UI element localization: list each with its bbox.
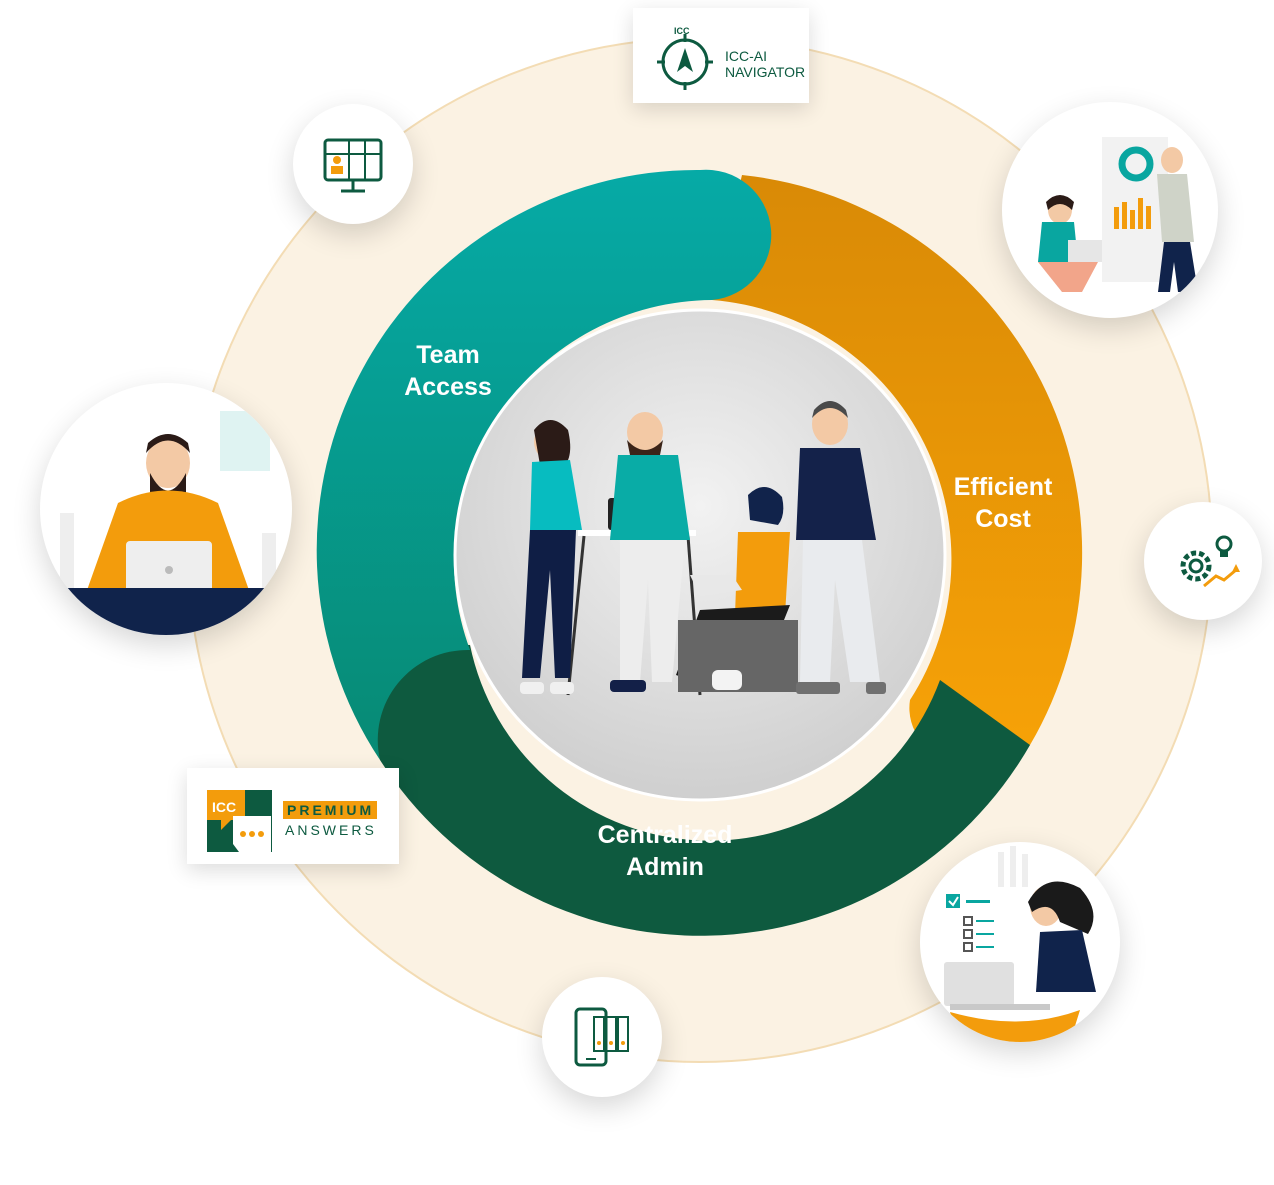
gear-lightbulb-bubble bbox=[1144, 502, 1262, 620]
label-efficient-cost: Efficient Cost bbox=[953, 473, 1053, 533]
segment-centralized-admin bbox=[376, 644, 1031, 936]
segment-efficient-cost bbox=[712, 175, 1083, 760]
premium-badge: ICC bbox=[212, 799, 237, 815]
navigator-line1: ICC-AI bbox=[725, 48, 767, 64]
navigator-badge: ICC bbox=[674, 26, 690, 36]
premium-line2: ANSWERS bbox=[285, 822, 377, 838]
presentation-bubble bbox=[1002, 102, 1218, 318]
premium-line1: PREMIUM bbox=[287, 802, 375, 818]
woman-checklist-bubble bbox=[920, 842, 1120, 1042]
presentation-illustration-icon bbox=[1038, 137, 1198, 292]
mobile-server-bubble bbox=[542, 977, 662, 1097]
label-team-access: Team Access bbox=[404, 341, 492, 401]
man-laptop-bubble bbox=[40, 383, 292, 635]
chat-bubble-icon bbox=[207, 790, 377, 852]
compass-icon bbox=[657, 34, 713, 90]
team-illustration-icon bbox=[520, 401, 886, 696]
icc-ai-navigator-logo: ICC ICC-AI NAVIGATOR bbox=[633, 8, 809, 103]
mobile-server-icon bbox=[574, 1007, 629, 1067]
center-circle bbox=[453, 308, 947, 802]
navigator-line2: NAVIGATOR bbox=[725, 64, 806, 80]
video-conference-icon bbox=[323, 138, 383, 193]
icc-premium-answers-logo: ICC PREMIUM ANSWERS bbox=[187, 768, 399, 864]
segment-team-access bbox=[316, 169, 772, 761]
video-conference-bubble bbox=[293, 104, 413, 224]
gear-lightbulb-growth-icon bbox=[1180, 535, 1240, 588]
man-laptop-illustration-icon bbox=[40, 411, 292, 635]
woman-checklist-illustration-icon bbox=[944, 846, 1096, 1042]
label-centralized-admin: Centralized Admin bbox=[597, 821, 733, 881]
